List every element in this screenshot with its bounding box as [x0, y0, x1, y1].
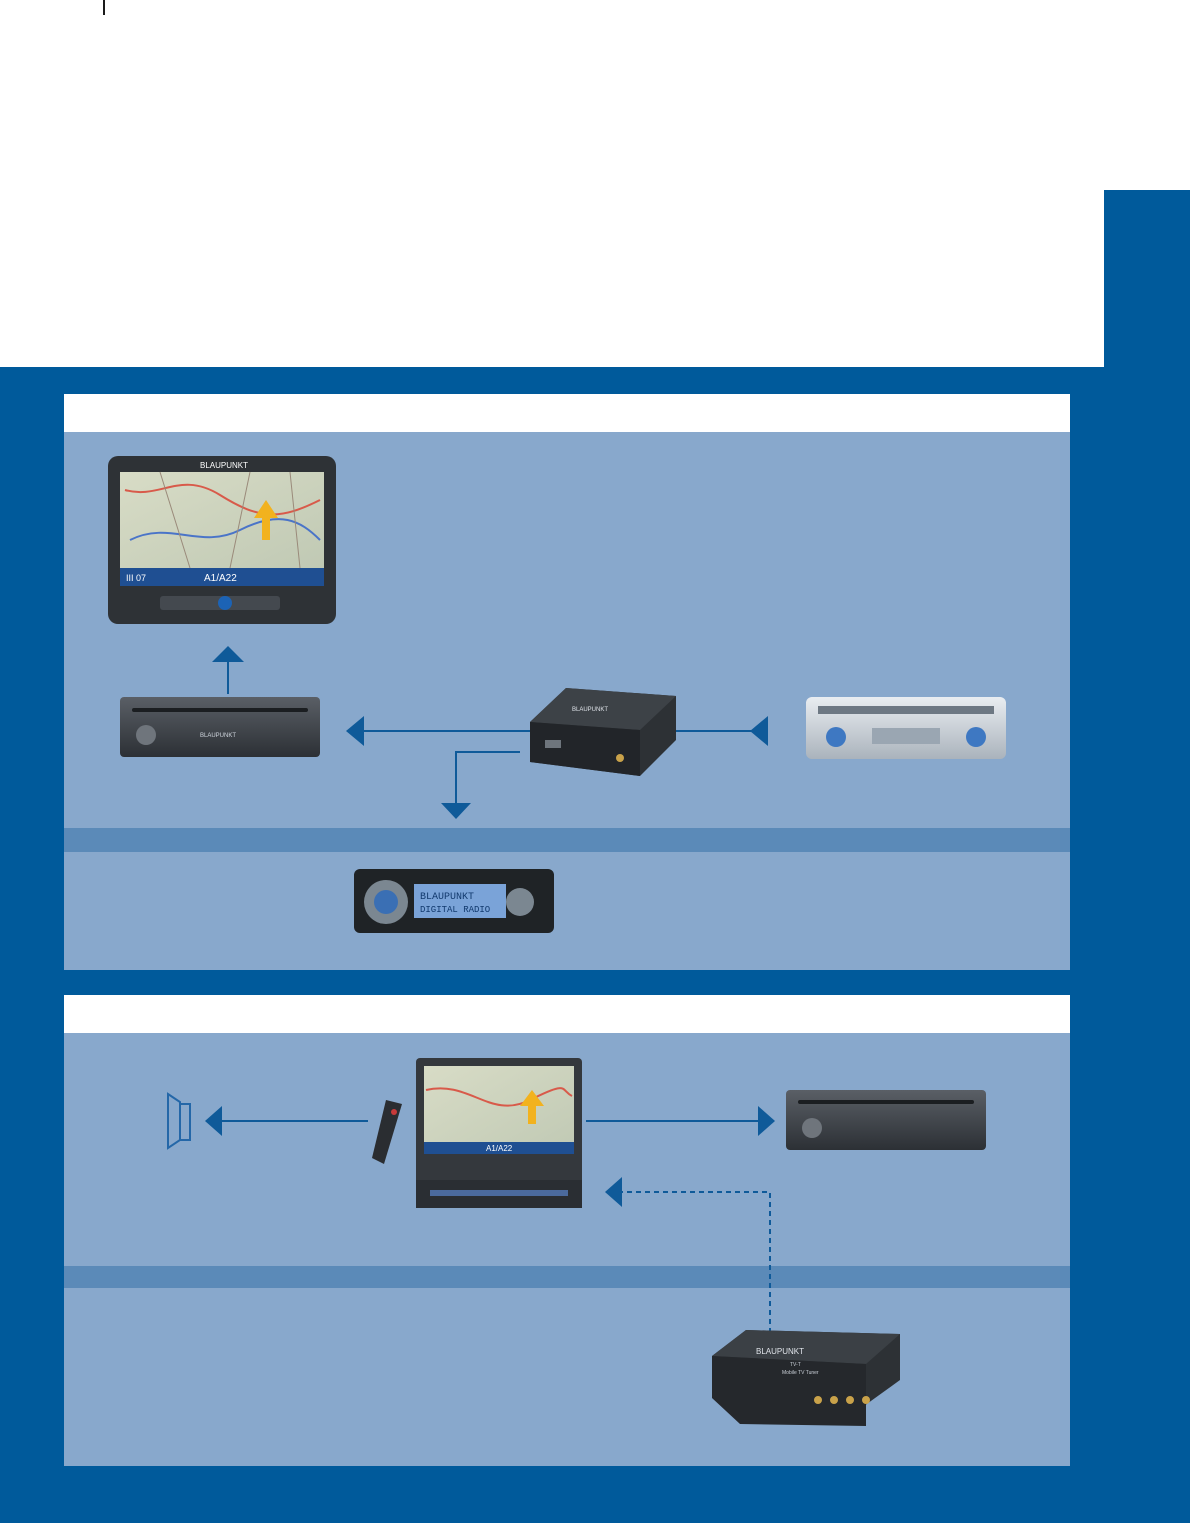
dab-radio: BLAUPUNKT DIGITAL RADIO: [354, 869, 554, 933]
nav-left-label: III 07: [126, 573, 146, 583]
dab-display: DIGITAL RADIO: [420, 905, 490, 915]
arrow-left-icon: [205, 1106, 222, 1136]
arrow-up-icon: [212, 646, 244, 662]
connector-tuner-to-headunit: [622, 1191, 771, 1342]
indash-monitor-headunit: A1/A22: [416, 1058, 582, 1208]
bottom-lower-panel: [64, 1288, 1070, 1466]
bottom-divider-strip: [64, 1266, 1070, 1288]
connector-interface-down: [455, 751, 520, 808]
tuner-brand: BLAUPUNKT: [756, 1347, 804, 1356]
margin-tick: [103, 0, 105, 15]
tuner-line-1: TV-T: [790, 1362, 801, 1368]
changer-brand: BLAUPUNKT: [200, 733, 236, 739]
nav-brand: BLAUPUNKT: [200, 461, 248, 470]
top-divider-strip: [64, 828, 1070, 852]
interface-box: BLAUPUNKT: [530, 688, 676, 776]
silver-radio: [806, 697, 1006, 759]
dab-brand: BLAUPUNKT: [420, 892, 474, 903]
arrow-left-icon: [346, 716, 364, 746]
headunit-readout: A1/A22: [486, 1144, 513, 1153]
remote-control: [372, 1100, 402, 1164]
arrow-down-icon: [441, 803, 471, 819]
interface-brand: BLAUPUNKT: [572, 707, 608, 713]
cd-changer-bottom: [786, 1090, 986, 1150]
nav-readout: A1/A22: [204, 573, 237, 584]
arrow-left-icon: [605, 1177, 622, 1207]
cd-changer-top: BLAUPUNKT: [120, 697, 320, 757]
bottom-title-strip: [64, 995, 1070, 1033]
speaker-icon: [167, 1092, 191, 1150]
navigation-monitor: III 07 A1/A22 BLAUPUNKT: [108, 456, 336, 624]
tv-tuner-box: BLAUPUNKT TV-T Mobile TV Tuner: [712, 1330, 900, 1426]
side-tab: [1104, 190, 1190, 1523]
arrow-left-icon: [750, 716, 768, 746]
top-lower-panel: [64, 852, 1070, 970]
tuner-line-2: Mobile TV Tuner: [782, 1370, 819, 1376]
top-title-strip: [64, 394, 1070, 432]
arrow-right-icon: [758, 1106, 775, 1136]
